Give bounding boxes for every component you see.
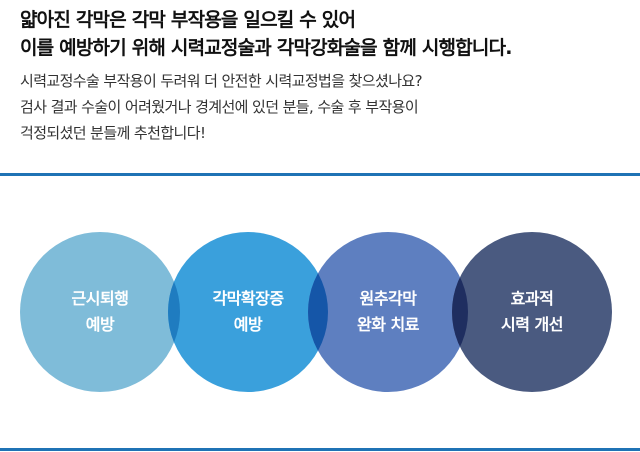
- benefit-circle-4: [452, 232, 612, 392]
- description: 시력교정수술 부작용이 두려워 더 안전한 시력교정법을 찾으셨나요? 검사 결…: [20, 68, 423, 146]
- benefits-circles-svg: [20, 232, 612, 392]
- top-divider: [0, 173, 640, 176]
- benefit-3-line-1: 원추각막: [359, 289, 417, 308]
- benefits-diagram: 근시퇴행 예방 각막확장증 예방 원추각막 완화 치료 효과적 시력 개선: [0, 176, 640, 448]
- headline-line-1: 얇아진 각막은 각막 부작용을 일으킬 수 있어: [20, 9, 356, 31]
- benefit-2-line-2: 예방: [233, 315, 263, 334]
- description-line-1: 시력교정수술 부작용이 두려워 더 안전한 시력교정법을 찾으셨나요?: [20, 72, 423, 90]
- description-line-2: 검사 결과 수술이 어려웠거나 경계선에 있던 분들, 수술 후 부작용이: [20, 98, 419, 116]
- benefit-1-line-1: 근시퇴행: [71, 289, 129, 308]
- benefit-circle-2: [168, 232, 328, 392]
- benefit-3-line-2: 완화 치료: [357, 315, 419, 334]
- benefit-4-line-1: 효과적: [510, 289, 554, 308]
- benefit-4-line-2: 시력 개선: [501, 315, 563, 334]
- benefit-1-line-2: 예방: [85, 315, 115, 334]
- benefit-label-2: 각막확장증 예방: [183, 286, 313, 338]
- headline: 얇아진 각막은 각막 부작용을 일으킬 수 있어 이를 예방하기 위해 시력교정…: [20, 6, 512, 62]
- benefit-label-4: 효과적 시력 개선: [467, 286, 597, 338]
- benefit-label-1: 근시퇴행 예방: [35, 286, 165, 338]
- benefit-circle-3: [308, 232, 468, 392]
- benefit-circle-1: [20, 232, 180, 392]
- benefit-2-line-1: 각막확장증: [212, 289, 284, 308]
- bottom-divider: [0, 448, 640, 451]
- headline-line-2: 이를 예방하기 위해 시력교정술과 각막강화술을 함께 시행합니다.: [20, 37, 512, 59]
- benefit-label-3: 원추각막 완화 치료: [323, 286, 453, 338]
- description-line-3: 걱정되셨던 분들께 추천합니다!: [20, 124, 206, 142]
